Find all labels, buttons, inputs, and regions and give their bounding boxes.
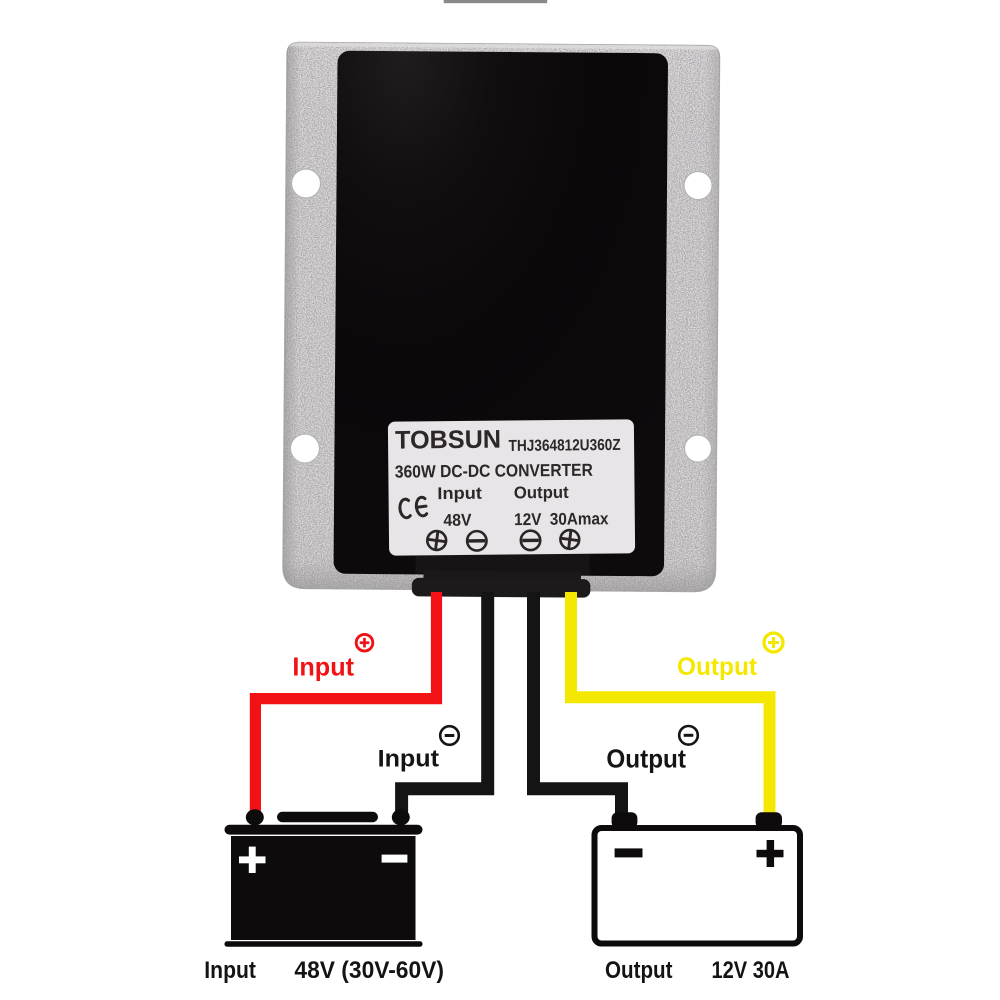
svg-text:48V (30V-60V): 48V (30V-60V): [294, 957, 444, 984]
svg-text:360W DC-DC CONVERTER: 360W DC-DC CONVERTER: [395, 460, 593, 482]
svg-text:THJ364812U360Z: THJ364812U360Z: [509, 437, 621, 455]
svg-text:Output: Output: [514, 483, 569, 503]
svg-text:Input: Input: [204, 957, 256, 984]
svg-text:30Amax: 30Amax: [550, 509, 609, 529]
svg-text:12V: 12V: [514, 510, 542, 529]
svg-text:Input: Input: [292, 652, 354, 682]
svg-text:Output: Output: [605, 957, 673, 984]
svg-text:Output: Output: [677, 653, 758, 681]
svg-text:Output: Output: [606, 743, 686, 773]
svg-text:12V 30A: 12V 30A: [712, 957, 790, 984]
svg-text:Input: Input: [437, 484, 482, 503]
svg-text:48V: 48V: [443, 511, 472, 530]
svg-text:Input: Input: [378, 746, 439, 773]
svg-text:TOBSUN: TOBSUN: [395, 426, 501, 455]
